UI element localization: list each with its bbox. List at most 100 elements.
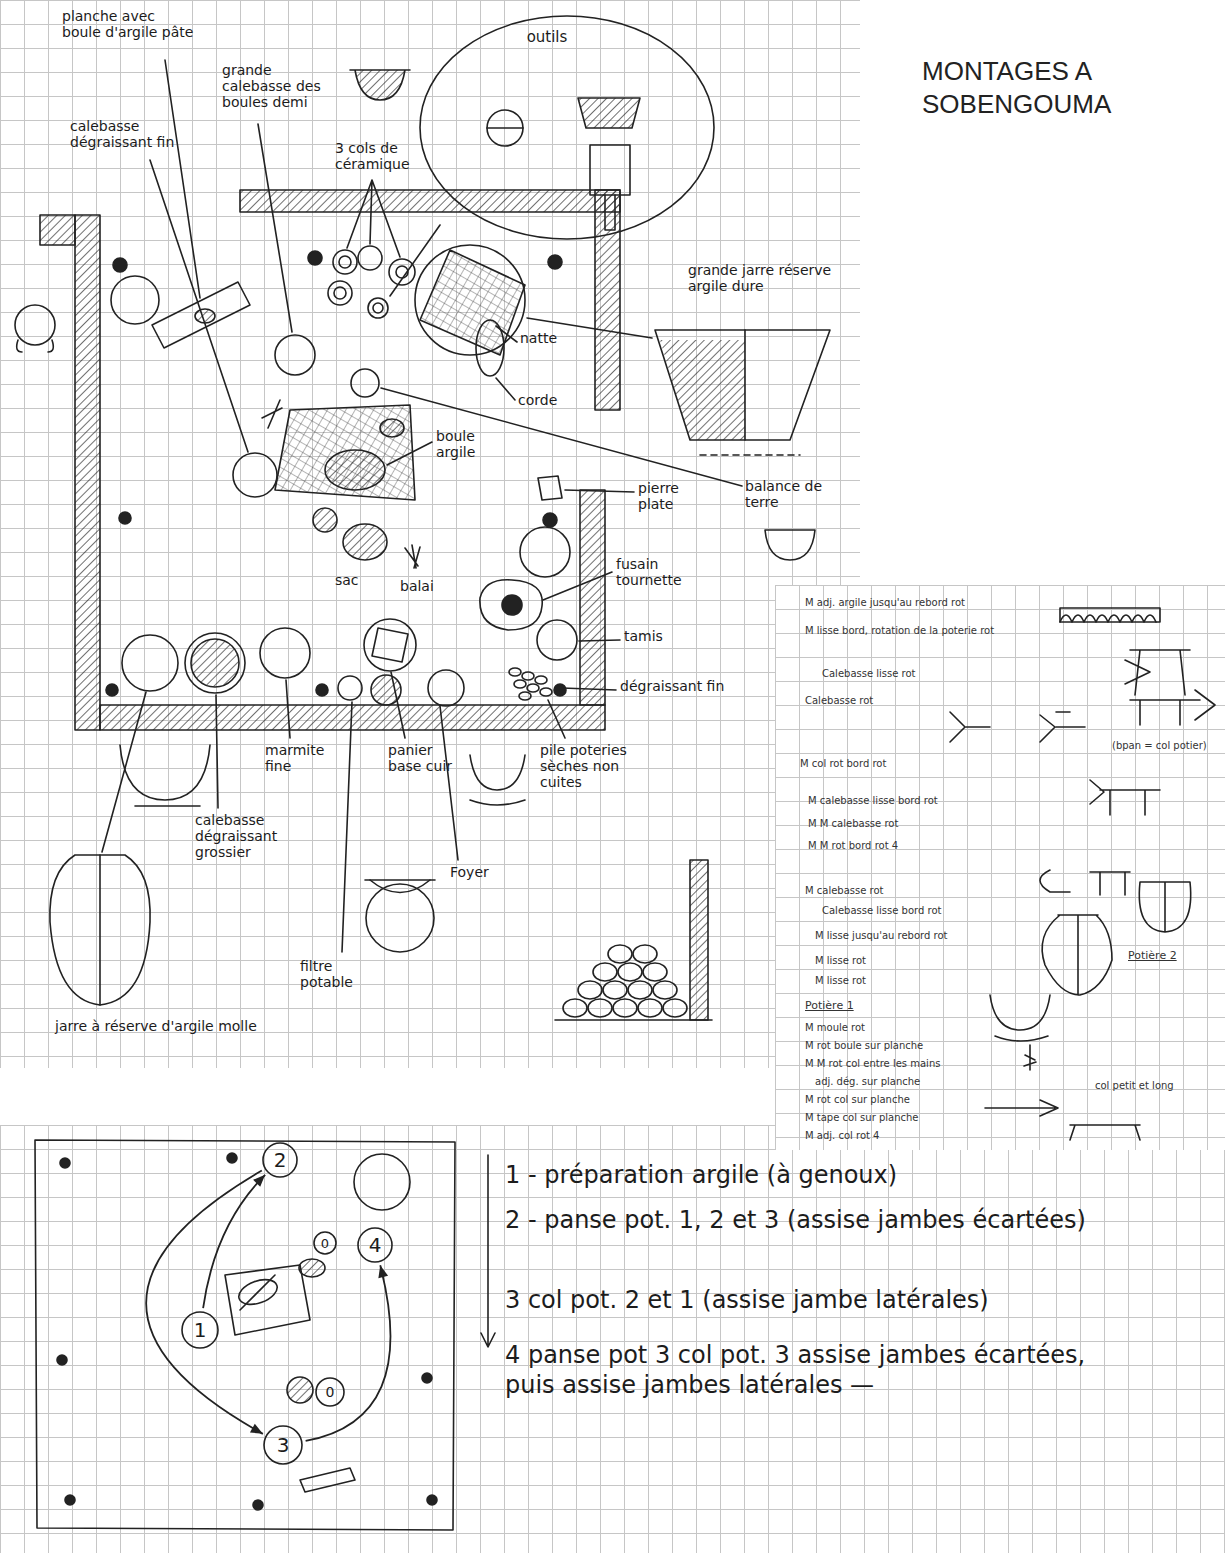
- label-text: corde: [518, 392, 557, 408]
- field-note: Calebasse rot: [805, 695, 873, 707]
- label-text: M M calebasse rot: [808, 818, 898, 829]
- part-label: grande jarre réserve argile dure: [688, 262, 838, 294]
- field-note: M rot col sur planche: [805, 1094, 910, 1106]
- part-label: panier base cuir: [388, 742, 454, 774]
- field-note: col petit et long: [1095, 1080, 1174, 1092]
- node-text: 1: [194, 1319, 207, 1341]
- label-text: M col rot bord rot: [800, 758, 886, 769]
- label-text: 3 cols de céramique: [335, 140, 410, 172]
- label-text: M adj. argile jusqu'au rebord rot: [805, 597, 965, 608]
- part-label: sac: [335, 572, 359, 588]
- label-text: calebasse dégraissant grossier: [195, 812, 277, 860]
- label-text: Calebasse rot: [805, 695, 873, 706]
- label-text: 1 - préparation argile (à genoux): [505, 1161, 897, 1189]
- field-note: Calebasse lisse rot: [822, 668, 916, 680]
- label-text: Calebasse lisse bord rot: [822, 905, 941, 916]
- part-label: planche avec boule d'argile pâte: [62, 8, 197, 40]
- circle-line: [263, 1143, 297, 1177]
- field-note: M col rot bord rot: [800, 758, 886, 770]
- field-note: M adj. col rot 4: [805, 1130, 879, 1142]
- label-text: Potière 2: [1128, 949, 1177, 962]
- node-text: 2: [274, 1149, 287, 1171]
- field-note: M M rot bord rot 4: [808, 840, 898, 852]
- label-text: balance de terre: [745, 478, 822, 510]
- field-note: (bpan = col potier): [1112, 740, 1207, 752]
- label-text: M moule rot: [805, 1022, 865, 1033]
- field-note: M moule rot: [805, 1022, 865, 1034]
- step-note: 2 - panse pot. 1, 2 et 3 (assise jambes …: [505, 1205, 1220, 1235]
- label-text: M lisse jusqu'au rebord rot: [815, 930, 947, 941]
- label-text: pierre plate: [638, 480, 679, 512]
- label-text: M M rot bord rot 4: [808, 840, 898, 851]
- label-text: M tape col sur planche: [805, 1112, 919, 1123]
- field-note: M rot boule sur planche: [805, 1040, 923, 1052]
- grid-sheet: [0, 0, 860, 1068]
- part-label: calebasse dégraissant fin: [70, 118, 200, 150]
- title-text: MONTAGES A SOBENGOUMA: [922, 56, 1111, 119]
- flow-arrow: [203, 1175, 265, 1308]
- part-label: balance de terre: [745, 478, 835, 510]
- label-text: sac: [335, 572, 359, 588]
- label-text: grande calebasse des boules demi: [222, 62, 321, 110]
- label-text: boule argile: [436, 428, 475, 460]
- part-label: 0: [326, 1385, 335, 1399]
- label-text: adj. dég. sur planche: [815, 1076, 920, 1087]
- part-label: marmite fine: [265, 742, 350, 774]
- label-text: (bpan = col potier): [1112, 740, 1207, 751]
- field-note: M adj. argile jusqu'au rebord rot: [805, 597, 1040, 609]
- part-label: tamis: [624, 628, 663, 644]
- label-text: balai: [400, 578, 434, 594]
- part-label: fusain tournette: [616, 556, 706, 588]
- label-text: M M rot col entre les mains: [805, 1058, 940, 1069]
- label-text: pile poteries sèches non cuites: [540, 742, 627, 790]
- label-text: Foyer: [450, 864, 489, 880]
- label-text: 0: [321, 1236, 329, 1251]
- node-text: 3: [277, 1434, 290, 1456]
- circle-line: [264, 1426, 302, 1464]
- label-text: M calebasse rot: [805, 885, 884, 896]
- step-note: 1 - préparation argile (à genoux): [505, 1160, 1205, 1190]
- field-note: adj. dég. sur planche: [815, 1076, 920, 1088]
- field-note: M M rot col entre les mains: [805, 1058, 940, 1070]
- label-text: natte: [520, 330, 557, 346]
- label-text: fusain tournette: [616, 556, 682, 588]
- step-circle: 4: [357, 1227, 393, 1263]
- step-note: 3 col pot. 2 et 1 (assise jambe latérale…: [505, 1285, 1220, 1315]
- label-text: tamis: [624, 628, 663, 644]
- field-note: M tape col sur planche: [805, 1112, 919, 1124]
- part-label: dégraissant fin: [620, 678, 724, 694]
- node-text: outils: [527, 29, 568, 46]
- page-title: MONTAGES A SOBENGOUMA: [922, 55, 1137, 120]
- part-label: corde: [518, 392, 557, 408]
- label-text: calebasse dégraissant fin: [70, 118, 174, 150]
- part-label: balai: [400, 578, 434, 594]
- field-note: Potière 2: [1128, 950, 1177, 963]
- label-text: grande jarre réserve argile dure: [688, 262, 831, 294]
- flow-arrow: [306, 1265, 391, 1441]
- label-text: M rot boule sur planche: [805, 1040, 923, 1051]
- part-label: jarre à réserve d'argile molle: [55, 1018, 275, 1034]
- field-note: M M calebasse rot: [808, 818, 898, 830]
- label-text: Potière 1: [805, 999, 854, 1012]
- label-text: marmite fine: [265, 742, 324, 774]
- part-label: Foyer: [450, 864, 489, 880]
- label-text: 0: [326, 1384, 335, 1400]
- part-label: 0: [321, 1237, 329, 1250]
- part-label: filtre potable: [300, 958, 370, 990]
- part-label: pile poteries sèches non cuites: [540, 742, 632, 790]
- part-label: grande calebasse des boules demi: [222, 62, 327, 110]
- step-circle: 1: [181, 1311, 219, 1349]
- label-text: filtre potable: [300, 958, 353, 990]
- field-note: Potière 1: [805, 1000, 854, 1013]
- step-note: 4 panse pot 3 col pot. 3 assise jambes é…: [505, 1340, 1105, 1400]
- label-text: planche avec boule d'argile pâte: [62, 8, 193, 40]
- part-label: 3 cols de céramique: [335, 140, 450, 172]
- label-text: M calebasse lisse bord rot: [808, 795, 938, 806]
- circle-line: [358, 1228, 392, 1262]
- part-label: pierre plate: [638, 480, 700, 512]
- tools-oval: outils: [419, 15, 715, 240]
- field-note: M lisse bord, rotation de la poterie rot: [805, 625, 1045, 637]
- field-note: M lisse jusqu'au rebord rot: [815, 930, 947, 942]
- node-text: 4: [369, 1234, 382, 1256]
